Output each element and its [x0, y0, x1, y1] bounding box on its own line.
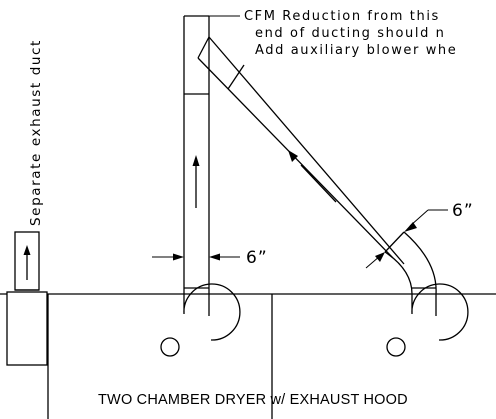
right-dimension: 6” — [365, 201, 474, 269]
separate-exhaust-label: Separate exhaust duct — [28, 39, 44, 226]
right-exhaust-port — [386, 283, 469, 357]
right-elbow-duct — [384, 231, 437, 295]
cfm-note-line2: end of ducting should n — [255, 26, 446, 41]
left-vertical-duct — [183, 15, 210, 294]
dim-right-label: 6” — [452, 201, 474, 221]
dim-left-label: 6” — [246, 248, 268, 268]
separate-exhaust-box — [6, 231, 48, 366]
diagonal-duct — [197, 36, 405, 265]
left-dimension: 6” — [152, 248, 268, 268]
diagonal-arrow-icon — [288, 150, 298, 162]
dryer-caption: TWO CHAMBER DRYER w/ EXHAUST HOOD — [98, 392, 408, 408]
cfm-note-line1: CFM Reduction from this — [244, 9, 440, 24]
cfm-note-line3: Add auxiliary blower whe — [255, 43, 457, 58]
up-arrow-icon — [23, 245, 31, 255]
up-arrow-icon — [192, 155, 200, 166]
left-exhaust-port — [160, 283, 241, 357]
